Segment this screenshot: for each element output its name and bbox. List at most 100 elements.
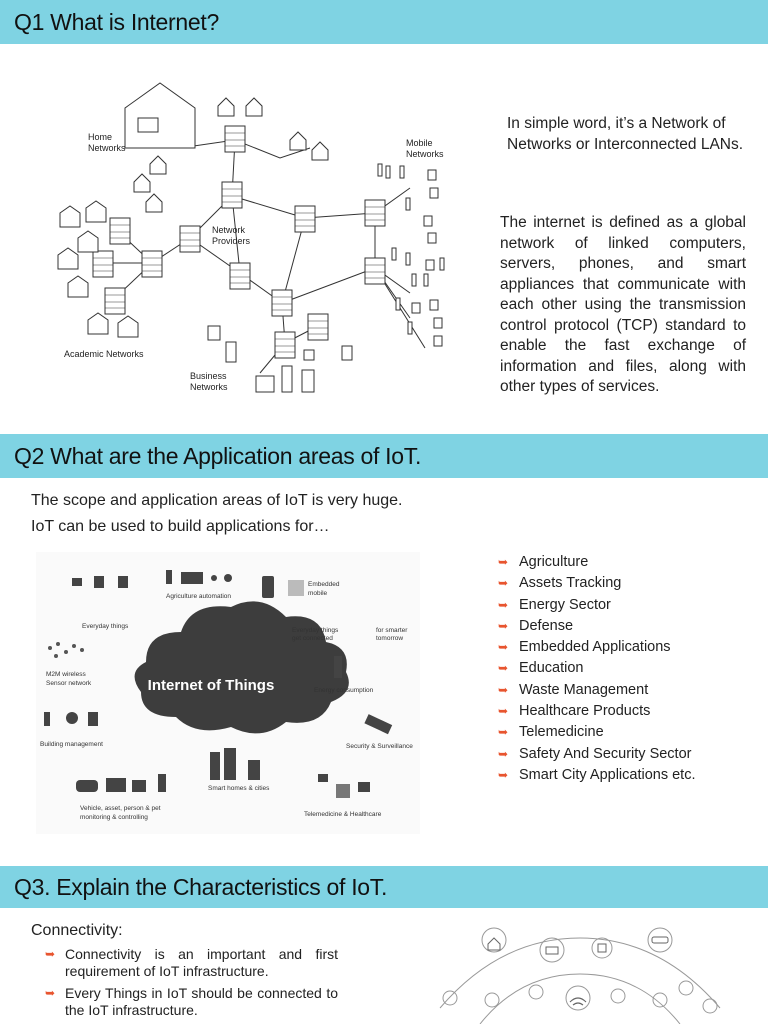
app-item: ➥ Telemedicine: [498, 722, 696, 743]
app-item: ➥ Embedded Applications: [498, 637, 696, 658]
app-item-label: Telemedicine: [519, 724, 604, 741]
dog-icon: [132, 780, 146, 792]
clinic-icon: [336, 784, 350, 798]
internet-definition-long: The internet is defined as a global netw…: [500, 214, 746, 395]
arrow-right-icon: ➥: [498, 618, 509, 633]
label-everyday-connected-2: get connected: [292, 635, 333, 642]
label-business-networks: Networks: [190, 382, 228, 392]
list-item: ➥ Every Things in IoT should be connecte…: [45, 985, 338, 1018]
label-agri: Agriculture automation: [166, 593, 231, 600]
app-item: ➥Smart City Applications etc.: [498, 765, 696, 786]
like-icon: [597, 943, 607, 953]
app-item: ➥ Defense: [498, 616, 696, 637]
tractor-icon: [181, 572, 203, 584]
label-smarter: for smarter: [376, 627, 408, 634]
app-item-label: Waste Management: [519, 681, 649, 698]
arrow-right-icon: ➥: [498, 597, 509, 612]
section-title: Q2 What are the Application areas of IoT…: [14, 442, 422, 469]
app-item: ➥ Assets Tracking: [498, 573, 696, 594]
label-embedded-2: mobile: [308, 590, 328, 597]
internet-definition-short: In simple word, it’s a Network of Networ…: [507, 115, 744, 153]
label-mobile-networks: Networks: [406, 149, 444, 159]
connectivity-points: ➥ Connectivity is an important and first…: [45, 946, 338, 1024]
section-title: Q3. Explain the Characteristics of IoT.: [14, 873, 388, 900]
building-icon: [210, 752, 220, 780]
label-vehicle: Vehicle, asset, person & pet: [80, 805, 161, 812]
intro-line-2: IoT can be used to build applications fo…: [31, 518, 330, 535]
label-network: Network: [212, 225, 246, 235]
label-security: Security & Surveillance: [346, 743, 413, 750]
app-item-label: Assets Tracking: [519, 575, 622, 592]
washer-icon: [94, 576, 104, 588]
label-embedded: Embedded: [308, 581, 340, 588]
section-header-q2: Q2 What are the Application areas of IoT…: [0, 434, 768, 478]
label-vehicle-2: monitoring & controlling: [80, 814, 148, 821]
app-item-label: Embedded Applications: [519, 639, 671, 656]
label-mobile: Mobile: [406, 138, 433, 148]
iot-center-label: Internet of Things: [148, 677, 275, 694]
app-item: ➥ Energy Sector: [498, 595, 696, 616]
fridge-icon: [118, 576, 128, 588]
arrow-right-icon: ➥: [498, 576, 509, 591]
thermostat-icon: [44, 712, 50, 726]
cart-icon: [545, 946, 559, 955]
app-item: ➥Healthcare Products: [498, 701, 696, 722]
drop-icon: [224, 574, 232, 582]
person-icon: [158, 774, 166, 792]
arrow-right-icon: ➥: [45, 947, 56, 961]
iot-applications-figure: Internet of Things Everyday things Agric…: [36, 552, 420, 834]
label-providers: Providers: [212, 236, 251, 246]
label-academic: Academic Networks: [64, 349, 144, 359]
label-building: Building management: [40, 741, 103, 748]
chip-icon: [288, 580, 304, 596]
wheat-icon: [166, 570, 172, 584]
suitcase-icon: [106, 778, 126, 792]
arrow-right-icon: ➥: [498, 704, 509, 719]
app-item-label: Energy Sector: [519, 596, 611, 613]
section-header-q1: Q1 What is Internet?: [0, 0, 768, 44]
label-m2m: M2M wireless: [46, 671, 86, 678]
arrow-right-icon: ➥: [45, 986, 56, 1000]
label-tele: Telemedicine & Healthcare: [304, 811, 382, 818]
label-everyday: Everyday things: [82, 623, 129, 630]
bulb-icon: [334, 656, 342, 678]
arrow-right-icon: ➥: [498, 767, 509, 782]
arrow-right-icon: ➥: [498, 555, 509, 569]
intro-line-1: The scope and application areas of IoT i…: [31, 492, 403, 509]
ambulance-icon: [358, 782, 370, 792]
arrow-right-icon: ➥: [498, 661, 509, 676]
app-item-label: Defense: [519, 617, 574, 634]
app-item-label: Education: [519, 660, 584, 677]
house-icon: [248, 760, 260, 780]
arrow-right-icon: ➥: [498, 746, 509, 761]
section-header-q3: Q3. Explain the Characteristics of IoT.: [0, 866, 768, 908]
arrow-right-icon: ➥: [498, 725, 509, 740]
car-icon: [651, 936, 669, 944]
idea-bulb-icon: [66, 712, 78, 724]
connectivity-heading: Connectivity:: [31, 922, 123, 939]
label-energy: Energy consumption: [314, 687, 374, 694]
network-of-networks-diagram: Home Networks Mobile Networks Network Pr…: [57, 82, 445, 393]
wifi-icon: [569, 997, 587, 1006]
label-home-networks: Networks: [88, 143, 126, 153]
tap-icon: [88, 712, 98, 726]
arrow-right-icon: ➥: [498, 682, 509, 697]
iot-application-list: ➥ Agriculture ➥ Assets Tracking ➥ Energy Sect…: [498, 552, 696, 786]
list-item: ➥ Connectivity is an important and first…: [45, 946, 338, 979]
monitor-icon: [72, 578, 82, 586]
home-icon: [487, 937, 501, 951]
app-item-label: Agriculture: [519, 554, 589, 570]
laptop-icon: [318, 774, 328, 782]
app-item: ➥ Education: [498, 658, 696, 679]
iot-intro: The scope and application areas of IoT i…: [31, 488, 402, 540]
label-business: Business: [190, 371, 227, 381]
plant-icon: [211, 575, 217, 581]
section-title: Q1 What is Internet?: [14, 8, 219, 35]
car-icon: [76, 780, 98, 792]
arrow-right-icon: ➥: [498, 640, 509, 655]
app-item: ➥ Waste Management: [498, 680, 696, 701]
label-m2m-2: Sensor network: [46, 680, 92, 687]
tower-icon: [224, 748, 236, 780]
app-item-label: Safety And Security Sector: [519, 745, 692, 762]
app-item: ➥ Safety And Security Sector: [498, 744, 696, 765]
